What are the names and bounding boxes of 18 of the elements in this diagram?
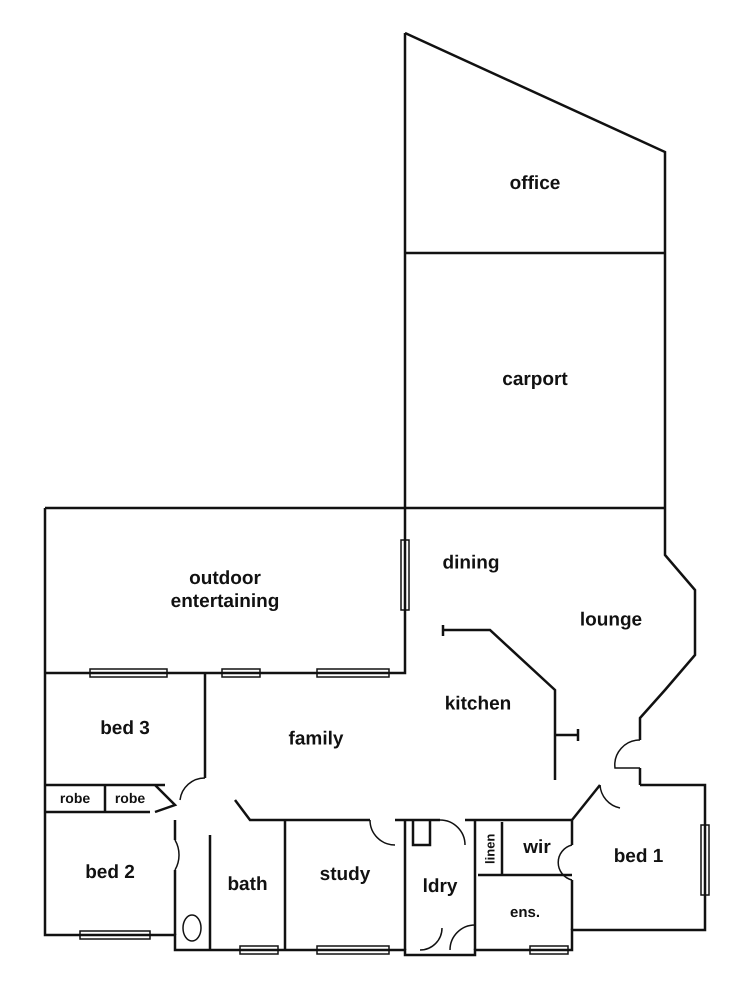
- room-label: lounge: [580, 610, 642, 632]
- room-label: outdoor entertaining: [170, 568, 280, 614]
- room-label: bed 1: [614, 846, 664, 869]
- room-label: robe: [114, 790, 146, 807]
- room-label: ens.: [510, 904, 540, 922]
- room-label: carport: [502, 369, 568, 392]
- room-label: ldry: [422, 876, 458, 899]
- room-label: bed 3: [100, 718, 150, 740]
- room-label: office: [510, 172, 560, 196]
- room-label: robe: [60, 790, 90, 807]
- room-label: family: [288, 728, 344, 752]
- room-label: study: [320, 864, 370, 886]
- room-label: dining: [442, 552, 500, 576]
- room-label: bath: [227, 874, 268, 896]
- room-label: bed 2: [85, 862, 135, 885]
- room-label: kitchen: [444, 694, 512, 716]
- room-label: wir: [523, 837, 551, 860]
- room-label: linen: [482, 833, 498, 864]
